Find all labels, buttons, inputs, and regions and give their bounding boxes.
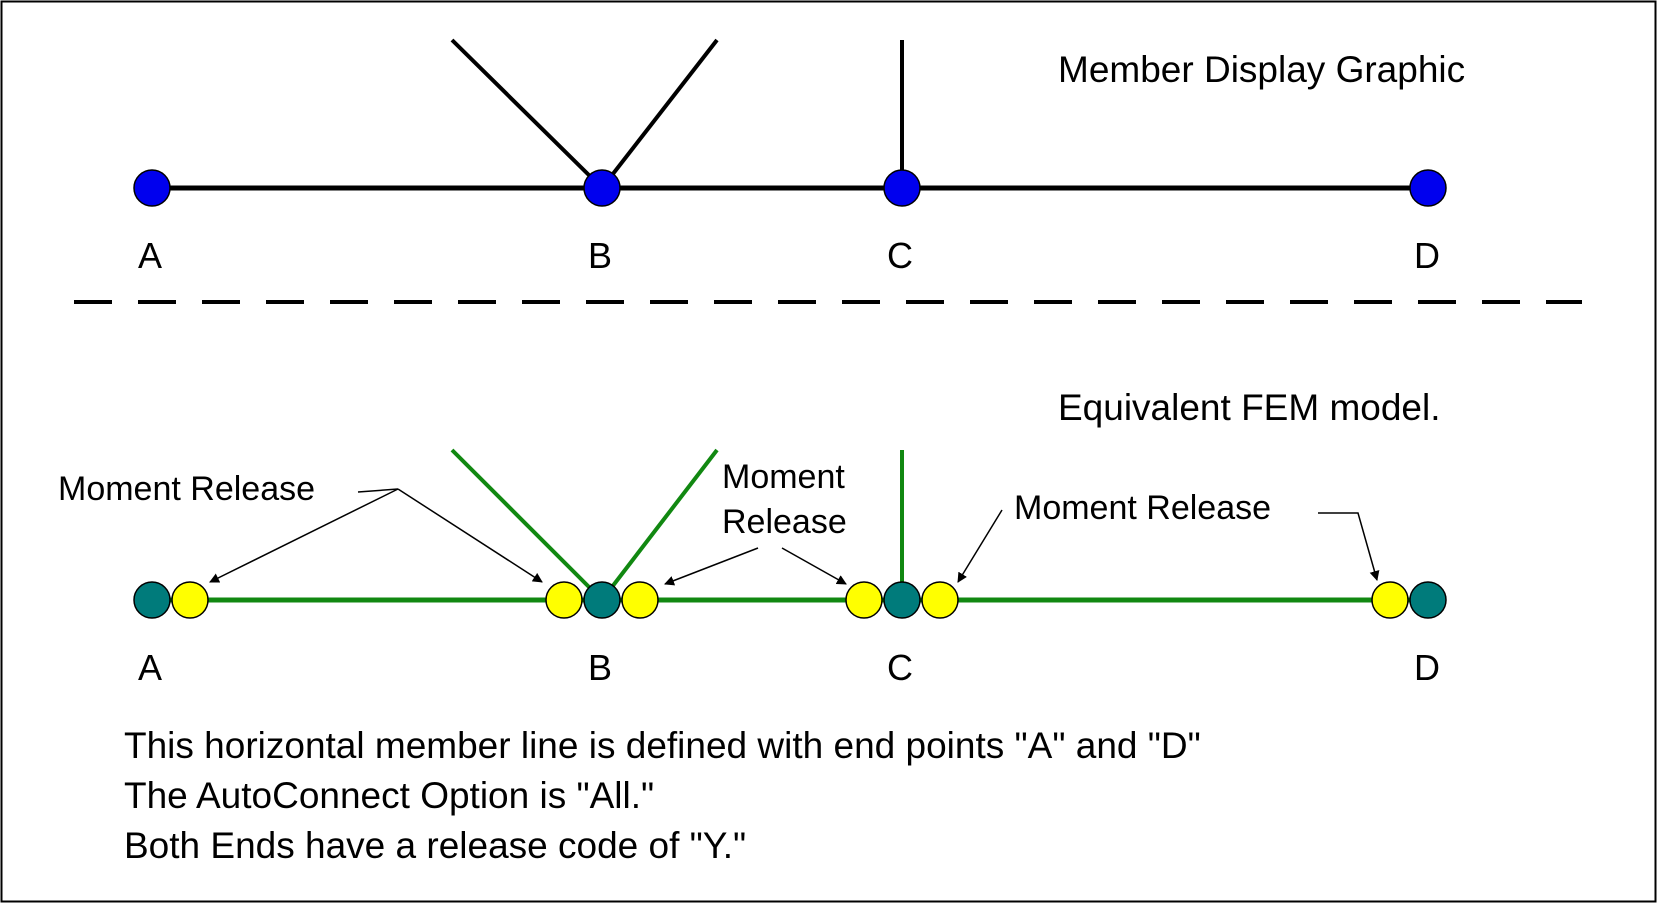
note-line-1: This horizontal member line is defined w… <box>124 725 1201 766</box>
notes-block: This horizontal member line is defined w… <box>124 725 1201 866</box>
fem-node-c <box>883 581 921 619</box>
bottom-title: Equivalent FEM model. <box>1058 387 1441 428</box>
bottom-section: Equivalent FEM model. A B C D Moment Rel… <box>58 387 1447 688</box>
annotation-middle-line1: Moment <box>722 458 845 496</box>
release-marker-a <box>171 581 209 619</box>
top-point-label-d: D <box>1414 235 1440 276</box>
fem-node-a <box>133 581 171 619</box>
fem-node-d <box>1409 581 1447 619</box>
release-marker-b-right <box>621 581 659 619</box>
fem-point-label-d: D <box>1414 647 1440 688</box>
fem-point-label-b: B <box>588 647 612 688</box>
top-section: Member Display Graphic A B C D <box>133 38 1465 276</box>
leader-middle-to-c <box>781 547 847 585</box>
leader-middle-to-b <box>664 547 759 586</box>
annotation-right: Moment Release <box>1014 489 1271 527</box>
fem-branch-right <box>600 448 719 602</box>
annotation-middle-line2: Release <box>722 503 847 541</box>
release-marker-b-left <box>545 581 583 619</box>
top-node-b <box>583 169 621 207</box>
fem-point-label-c: C <box>887 647 913 688</box>
top-branch-right <box>600 38 719 190</box>
note-line-3: Both Ends have a release code of "Y." <box>124 825 746 866</box>
top-node-d <box>1409 169 1447 207</box>
top-point-label-c: C <box>887 235 913 276</box>
top-point-label-b: B <box>588 235 612 276</box>
leader-left-to-a <box>209 488 399 583</box>
fem-branch-left <box>450 448 604 602</box>
annotation-left: Moment Release <box>58 470 315 508</box>
release-marker-d <box>1371 581 1409 619</box>
top-node-a <box>133 169 171 207</box>
release-marker-c-left <box>845 581 883 619</box>
leader-right-to-d <box>1318 512 1380 581</box>
fem-node-b <box>583 581 621 619</box>
fem-point-label-a: A <box>138 647 162 688</box>
release-marker-c-right <box>921 581 959 619</box>
note-line-2: The AutoConnect Option is "All." <box>124 775 654 816</box>
top-branch-left <box>450 38 604 190</box>
top-node-c <box>883 169 921 207</box>
leader-left-stub <box>357 488 399 493</box>
top-point-label-a: A <box>138 235 162 276</box>
leader-left-to-b <box>397 488 543 583</box>
leader-right-to-c <box>957 509 1003 583</box>
top-title: Member Display Graphic <box>1058 49 1465 90</box>
